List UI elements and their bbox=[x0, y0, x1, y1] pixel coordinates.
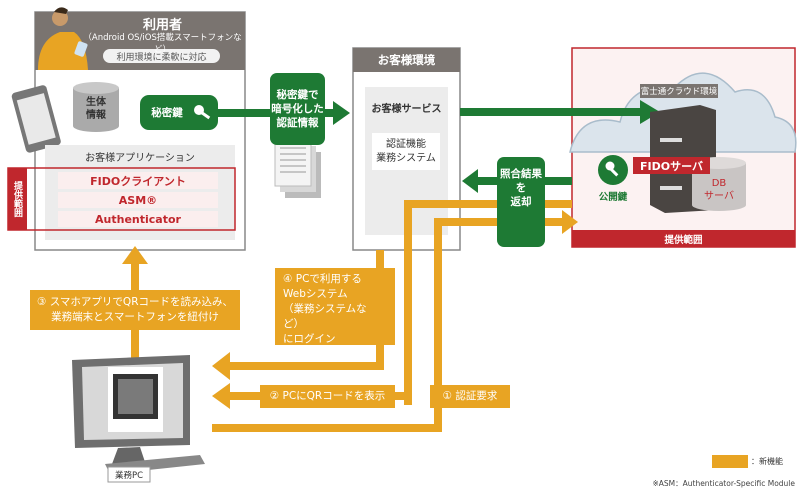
user-title: 利用者 bbox=[142, 18, 182, 33]
private-key-label: 秘密鍵 bbox=[151, 107, 183, 119]
app-title: お客様アプリケーション bbox=[85, 153, 195, 164]
legend-swatch bbox=[712, 455, 748, 468]
person-icon bbox=[38, 7, 88, 70]
public-key-label: 公開鍵 bbox=[598, 192, 628, 203]
biometric-database-icon bbox=[73, 82, 119, 132]
step3-qr-scan: ③ スマホアプリでQRコードを読み込み、 業務端末とスマートフォンを紐付け bbox=[30, 290, 240, 330]
user-env-pill: 利用環境に柔軟に対応 bbox=[116, 52, 207, 63]
customer-service-label: お客様サービス bbox=[371, 104, 442, 115]
component-fido-client: FIDOクライアント bbox=[90, 174, 186, 188]
customer-env-title: お客様環境 bbox=[377, 53, 436, 67]
cloud-title: 富士通クラウド環境 bbox=[640, 87, 718, 97]
footnote: ※ASM：Authenticator-Specific Module bbox=[652, 479, 795, 488]
provided-scope-label-left: 提供範囲 bbox=[12, 181, 22, 217]
provided-scope-label-right: 提供範囲 bbox=[664, 234, 703, 246]
user-subtitle: （Android OS/iOS搭載スマートフォンなど） bbox=[83, 33, 242, 55]
pc-label: 業務PC bbox=[114, 470, 144, 481]
key-icon bbox=[194, 105, 211, 120]
encrypted-auth-info: 秘密鍵で 暗号化した 認証情報 bbox=[270, 73, 325, 145]
return-result-label: 照合結果を 返却 bbox=[497, 157, 545, 247]
qr-code-icon bbox=[113, 374, 158, 419]
step4-login: ④ PCで利用する Webシステム （業務システムなど） にログイン bbox=[275, 268, 395, 345]
step1-auth-request: ① 認証要求 bbox=[430, 385, 510, 408]
pc-monitor-icon bbox=[72, 355, 205, 474]
legend-new-feature: ：新機能 bbox=[751, 457, 783, 466]
auth-system-label: 認証機能 業務システム bbox=[376, 138, 436, 164]
return-arrow bbox=[462, 169, 478, 193]
documents-icon bbox=[274, 139, 321, 198]
arrow-to-customer bbox=[333, 101, 350, 125]
biometric-label: 生体 情報 bbox=[86, 97, 106, 121]
component-authenticator: Authenticator bbox=[95, 212, 181, 226]
smartphone-icon bbox=[11, 85, 61, 153]
fido-server-label: FIDOサーバ bbox=[640, 159, 703, 173]
step2-show-qr: ② PCにQRコードを表示 bbox=[260, 385, 395, 408]
component-asm: ASM® bbox=[118, 193, 158, 207]
db-server-label: DB サーバ bbox=[704, 178, 734, 202]
